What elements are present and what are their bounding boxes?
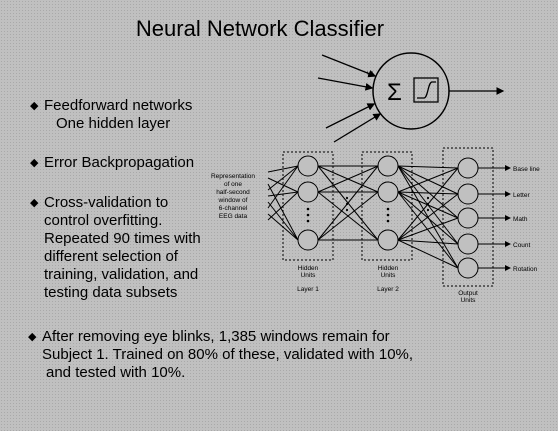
weight-label: w — [366, 69, 373, 78]
bullet-line: training, validation, and — [44, 266, 199, 283]
bullet-eye-blinks: ◆ After removing eye blinks, 1,385 windo… — [28, 328, 414, 382]
bullet-dot-icon: ◆ — [30, 100, 39, 112]
input-label-line: half-second — [216, 189, 250, 196]
bullet-line: Feedforward networks — [44, 97, 193, 114]
hidden1-caption: Units — [301, 272, 317, 279]
bullet-line: One hidden layer — [56, 115, 171, 132]
bullet-line: and tested with 10%. — [46, 364, 186, 381]
output-label: Letter — [513, 192, 530, 199]
hidden1-node — [297, 229, 319, 251]
bullet-line: Cross-validation to — [44, 194, 169, 211]
output-label: Base line — [513, 166, 540, 173]
bullet-dot-icon: ◆ — [30, 157, 39, 169]
input-label-line: window of — [218, 197, 248, 204]
output-label: Count — [513, 242, 531, 249]
hidden2-node — [377, 181, 399, 203]
output-node — [457, 183, 479, 205]
ellipsis-dots — [345, 196, 430, 212]
sigmoid-box — [413, 77, 439, 103]
input-label-line: EEG data — [219, 213, 248, 220]
bullet-dot-icon: ◆ — [28, 331, 37, 343]
input-label-line: 6-channel — [219, 205, 248, 212]
output-label: Rotation — [513, 266, 538, 273]
hidden2-node — [377, 155, 399, 177]
bullet-line: testing data subsets — [44, 284, 178, 301]
hidden1-layer-label: Layer 1 — [297, 286, 319, 293]
hidden1-node — [297, 155, 319, 177]
input-label-line: of one — [224, 181, 242, 188]
output-node — [457, 233, 479, 255]
output-caption: Units — [461, 297, 477, 304]
bullet-line: different selection of — [44, 248, 178, 265]
bullet-dot-icon: ◆ — [30, 197, 39, 209]
hidden-layer-2-box — [361, 151, 413, 261]
bullet-backprop: ◆ Error Backpropagation — [30, 154, 195, 172]
sigmoid-icon — [417, 81, 436, 99]
neuron-diagram: w Σ — [317, 52, 505, 143]
hidden2-caption: Hidden — [378, 265, 399, 272]
output-node — [457, 257, 479, 279]
output-label: Math — [513, 216, 528, 223]
sigma-icon: Σ — [387, 79, 402, 106]
hidden2-node — [377, 229, 399, 251]
bullet-line: After removing eye blinks, 1,385 windows… — [42, 328, 390, 345]
output-node — [457, 207, 479, 229]
bullet-line: Error Backpropagation — [44, 154, 195, 171]
hidden1-node — [297, 181, 319, 203]
input-label-line: Representation — [211, 173, 255, 180]
hidden2-layer-label: Layer 2 — [377, 286, 399, 293]
output-node — [457, 157, 479, 179]
slide-title: Neural Network Classifier — [135, 16, 385, 41]
ellipsis-dots — [386, 207, 390, 223]
hidden1-caption: Hidden — [298, 265, 319, 272]
network-diagram: Representation of one half-second window… — [211, 147, 540, 304]
output-layer-box — [442, 147, 494, 287]
bullet-line: Repeated 90 times with — [44, 230, 201, 247]
bullet-cross-validation: ◆ Cross-validation to control overfittin… — [30, 194, 201, 302]
ellipsis-dots — [306, 207, 310, 223]
bullet-line: control overfitting. — [44, 212, 163, 229]
bullet-feedforward: ◆ Feedforward networks One hidden layer — [30, 97, 193, 133]
bullet-line: Subject 1. Trained on 80% of these, vali… — [42, 346, 414, 363]
hidden2-caption: Units — [381, 272, 397, 279]
output-caption: Output — [458, 290, 478, 297]
